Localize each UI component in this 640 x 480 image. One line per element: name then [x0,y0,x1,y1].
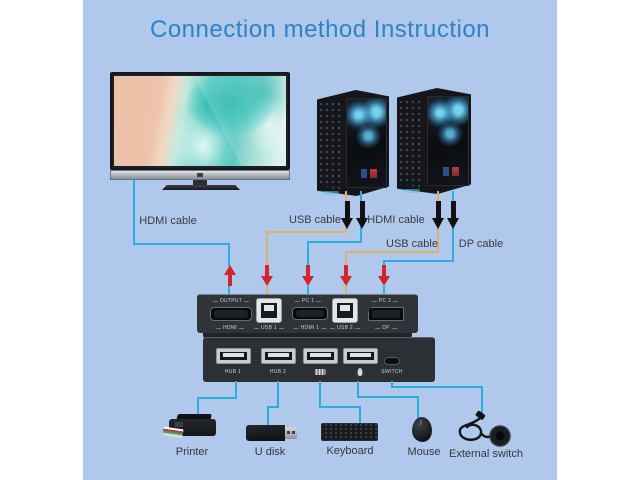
pc1-hdmi-cable-segment [307,286,309,295]
usb-flash-drive [246,425,285,441]
pc2-port-label: PC 2 [372,298,398,304]
pc1-hdmi-cable-segment [307,241,309,266]
pc2-gpu-detail [452,166,460,176]
pc1-hdmi-plug-arrow-icon [356,201,369,229]
output-hdmi-label: HDMI [216,325,244,331]
mouse-wheel [420,420,422,425]
usb1-port [256,298,282,323]
pc1-usb-cable-segment [266,231,268,266]
page-title: Connection method Instruction [149,16,491,43]
mouse-port [343,348,378,364]
pc1-glow [323,190,340,195]
pc2-usb-cable-label: USB cable [386,238,438,250]
printer-cable-segment [197,397,237,399]
pc2-dp-cable-segment [383,286,385,295]
pc1-front-mesh [319,101,341,190]
kvm-switch-front-panel: HUB 1 HUB 2 SWITCH [203,337,435,382]
pc2-ram-detail [442,166,449,176]
monitor-stand-base [162,185,240,190]
mouse-cable-segment [357,381,359,398]
external-switch-port [384,357,400,365]
external-switch-cable-segment [391,386,483,388]
pc2-dp-cable-segment [383,260,454,262]
keyboard-port [303,348,338,364]
udisk-label: U disk [254,446,286,458]
pc2-usb-cable-segment [345,251,347,266]
usb1-arrow-down-icon [261,265,273,286]
keyboard-label: Keyboard [326,445,374,457]
kvm-switch-rear-panel: OUTPUT HDMI USB 1 PC 1 HDMI 1 USB 2 PC 2… [197,294,418,339]
monitor-logo [197,173,203,177]
switch-label: SWITCH [381,369,403,375]
keyboard-cable-segment [359,406,361,425]
pc1-usb-cable-segment [266,231,347,233]
pc-tower-1 [317,90,389,196]
external-switch-cable-segment [391,381,393,388]
pc1-hdmi-label: HDMI 1 [294,325,327,331]
mouse-cable-segment [417,396,419,419]
pc2-usb-plug-arrow-icon [432,201,445,229]
external-switch-device [458,410,511,447]
mouse-cable-segment [357,396,419,398]
monitor [110,72,290,170]
mouse [412,417,432,442]
hdmi1-arrow-down-icon [302,265,314,286]
pc2-dp-cable-label: DP cable [458,238,504,250]
usb-flash-drive-connector [285,427,297,439]
printer-panel [175,422,183,427]
mouse-label: Mouse [407,446,441,458]
keyboard-cable-segment [319,406,361,408]
pc1-hdmi-cable-segment [307,241,362,243]
dp-arrow-down-icon [378,265,390,286]
pc1-hdmi-port [292,307,328,320]
usb2-port [332,298,358,323]
monitor-stand-neck [193,180,207,186]
monitor-hdmi-cable-segment [228,243,230,266]
monitor-hdmi-cable-segment [133,179,135,244]
external-switch-cable-segment [481,386,483,417]
hub1-label: HUB 1 [224,369,242,375]
pc1-gpu-detail [370,168,378,178]
pc2-dp-port [368,307,404,321]
keyboard-icon [314,369,326,375]
pc1-hdmi-cable-label: HDMI cable [367,214,425,226]
hub1-port [216,348,251,364]
mouse-icon [357,368,363,376]
monitor-hdmi-cable-segment [228,286,230,295]
pc2-dp-plug-arrow-icon [447,201,460,229]
pc2-front-mesh [399,99,422,188]
printer-cable-segment [235,381,237,399]
pc1-port-label: PC 1 [295,298,321,304]
printer-cable-segment [197,397,199,417]
external-switch-label: External switch [449,448,523,460]
monitor-hdmi-cable-label: HDMI cable [139,215,197,227]
keyboard-cable-segment [319,381,321,408]
pc1-usb-cable-segment [266,286,268,295]
output-arrow-up-icon [224,265,236,286]
output-hdmi-port [210,307,252,321]
pc2-dp-label: DP [375,325,397,331]
hub2-label: HUB 2 [269,369,287,375]
pc2-dp-cable-segment [383,260,385,266]
pc1-ram-detail [361,168,368,178]
monitor-screen [114,76,286,166]
keyboard [321,423,378,441]
pc1-usb-cable-label: USB cable [289,214,341,226]
output-port-label: OUTPUT [213,298,249,304]
pc2-usb-cable-segment [345,251,439,253]
pc1-usb-plug-arrow-icon [341,201,354,229]
printer-label: Printer [175,446,209,458]
pc2-glow [403,188,420,193]
udisk-cable-segment [277,381,279,408]
usb2-arrow-down-icon [340,265,352,286]
usb2-port-label: USB 2 [330,325,360,331]
usb1-port-label: USB 1 [254,325,284,331]
pc2-usb-cable-segment [345,286,347,295]
udisk-cable-segment [267,406,269,425]
udisk-cable-segment [267,406,279,408]
pc-tower-2 [397,88,471,194]
monitor-hdmi-cable-segment [133,243,230,245]
hub2-port [261,348,296,364]
